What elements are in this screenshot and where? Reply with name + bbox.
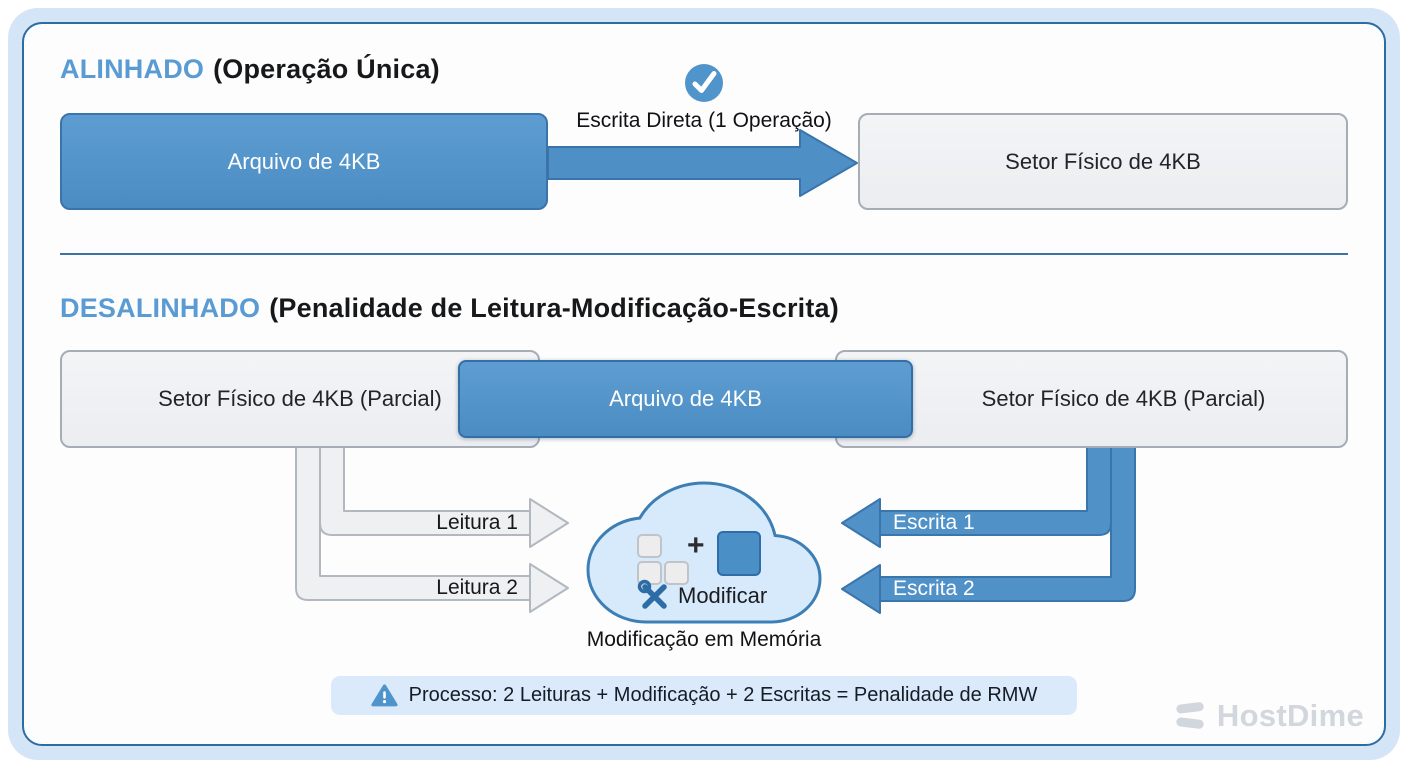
write1-label: Escrita 1 xyxy=(893,511,975,534)
memory-caption: Modificação em Memória xyxy=(586,628,822,651)
sector-box-left-label: Setor Físico de 4KB (Parcial) xyxy=(158,386,442,411)
file-box-misaligned-label: Arquivo de 4KB xyxy=(609,386,762,411)
section-title-misaligned-accent: DESALINHADO xyxy=(60,293,261,323)
warning-icon xyxy=(371,684,398,707)
file-box-aligned: Arquivo de 4KB xyxy=(60,113,548,210)
read1-arrowhead xyxy=(529,498,569,548)
write2-label: Escrita 2 xyxy=(893,577,975,600)
check-icon xyxy=(685,64,723,102)
read2-arrowhead xyxy=(529,563,569,613)
tools-icon xyxy=(637,579,667,609)
read1-label: Leitura 1 xyxy=(436,511,518,534)
section-divider xyxy=(60,253,1348,255)
partial-block-icon xyxy=(637,534,662,558)
file-box-aligned-label: Arquivo de 4KB xyxy=(227,148,381,174)
read-pipes xyxy=(295,446,569,613)
sector-box-aligned-label: Setor Físico de 4KB xyxy=(1005,148,1201,174)
modify-label: Modificar xyxy=(678,583,768,608)
hostdime-watermark: HostDime xyxy=(1171,698,1364,734)
file-box-misaligned: Arquivo de 4KB xyxy=(458,360,913,438)
sector-box-right-label: Setor Físico de 4KB (Parcial) xyxy=(981,386,1266,411)
plus-sign: + xyxy=(687,529,705,562)
new-data-block-icon xyxy=(717,531,761,576)
process-note-text: Processo: 2 Leituras + Modificação + 2 E… xyxy=(408,684,1038,706)
direct-write-arrow xyxy=(547,129,858,197)
section-title-aligned: ALINHADO (Operação Única) xyxy=(60,54,440,85)
write-pipes xyxy=(841,446,1136,614)
section-title-misaligned-rest: (Penalidade de Leitura-Modificação-Escri… xyxy=(269,293,839,323)
section-title-aligned-rest: (Operação Única) xyxy=(213,54,440,84)
write2-arrowhead xyxy=(841,564,881,614)
read2-label: Leitura 2 xyxy=(436,576,518,599)
direct-write-label: Escrita Direta (1 Operação) xyxy=(576,109,832,132)
sector-box-right-partial: Setor Físico de 4KB (Parcial) xyxy=(835,350,1348,448)
hostdime-logo-text: HostDime xyxy=(1216,698,1364,733)
section-title-misaligned: DESALINHADO (Penalidade de Leitura-Modifi… xyxy=(60,293,839,324)
section-title-aligned-accent: ALINHADO xyxy=(60,54,205,84)
partial-block-icon xyxy=(664,561,689,585)
process-note-banner: Processo: 2 Leituras + Modificação + 2 E… xyxy=(331,676,1077,715)
write1-arrowhead xyxy=(841,498,881,548)
hostdime-logo-icon xyxy=(1176,702,1204,729)
sector-box-aligned: Setor Físico de 4KB xyxy=(858,113,1348,210)
